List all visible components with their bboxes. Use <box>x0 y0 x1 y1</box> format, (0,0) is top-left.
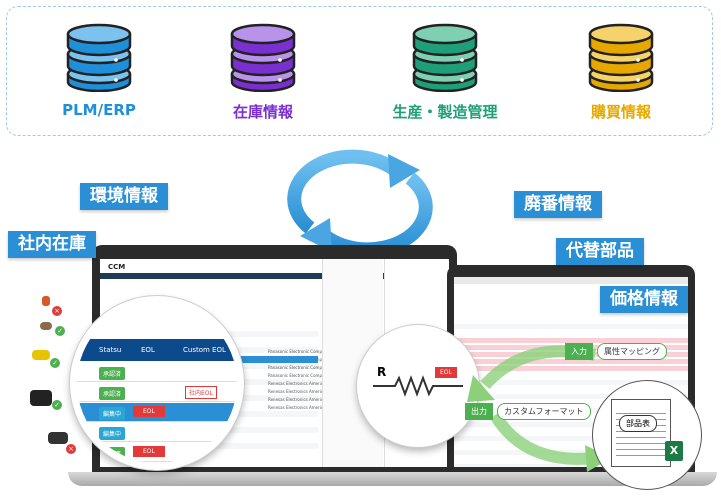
table-row <box>454 443 688 448</box>
output-label: 出力 <box>465 403 493 420</box>
database-icon <box>230 23 296 92</box>
database-icon <box>66 23 132 92</box>
database-label: 在庫情報 <box>232 103 293 121</box>
chip-icon <box>30 390 52 406</box>
manufacturer-cell: Renesas Electronics America Inc <box>268 381 333 386</box>
selected-row <box>230 356 318 363</box>
eol-badge: EOL <box>133 446 165 457</box>
manufacturer-cell: Renesas Electronics America Inc <box>268 397 333 402</box>
table-row[interactable]: 承認済 EOL <box>77 443 237 462</box>
tag-environment-info: 環境情報 <box>80 183 168 210</box>
table-row <box>454 380 688 385</box>
table-row <box>454 373 688 378</box>
input-label: 入力 <box>565 343 593 360</box>
table-row <box>454 450 688 455</box>
cross-icon: × <box>66 444 76 454</box>
database-group-box <box>6 6 713 136</box>
check-icon: ✓ <box>52 400 62 410</box>
table-row <box>454 422 688 427</box>
database-icon <box>412 23 478 92</box>
table-row <box>454 394 688 399</box>
check-icon: ✓ <box>55 326 65 336</box>
table-row <box>454 331 688 336</box>
ic-package-icon <box>48 432 68 444</box>
schematic-circle: R EOL <box>357 325 479 447</box>
manufacturer-cell: Panasonic Electronic Components <box>268 349 336 354</box>
custom-eol-badge: 社内EOL <box>185 386 217 399</box>
table-row <box>454 464 688 467</box>
table-row <box>454 338 688 343</box>
table-row <box>454 324 688 329</box>
capacitor-icon <box>40 322 52 330</box>
attribute-mapping-label: 属性マッピング <box>597 343 667 360</box>
header-custom-eol: Custom EOL <box>183 346 226 354</box>
manufacturer-cell: Renesas Electronics America Inc <box>268 405 333 410</box>
eol-badge: EOL <box>133 406 165 417</box>
magnifier-header: Statsu EOL Custom EOL <box>77 339 237 361</box>
excel-icon: X <box>665 441 683 461</box>
status-badge: 承認済 <box>99 387 126 400</box>
tag-internal-stock: 社内在庫 <box>8 231 96 258</box>
header-eol: EOL <box>141 346 155 354</box>
database-icon <box>588 23 654 92</box>
database-label: 購買情報 <box>590 103 651 121</box>
database-label: 生産・製造管理 <box>392 103 498 121</box>
bom-circle: 部品表 X <box>592 380 702 490</box>
table-row <box>454 387 688 392</box>
sync-cycle-icon <box>287 149 433 257</box>
custom-format-label: カスタムフォーマット <box>497 403 591 420</box>
document-icon <box>611 399 671 467</box>
tag-discontinued-info: 廃番情報 <box>514 191 602 218</box>
cross-icon: × <box>52 306 62 316</box>
bom-label: 部品表 <box>619 415 657 432</box>
table-row[interactable]: 編集中 EOL <box>77 403 237 422</box>
table-row <box>454 436 688 441</box>
status-badge: 編集中 <box>99 407 126 420</box>
table-row[interactable]: 編集中 <box>77 423 237 442</box>
tag-alternative-parts: 代替部品 <box>556 238 644 265</box>
laptop-left-base <box>68 472 483 486</box>
table-row <box>454 359 688 364</box>
header-status: Statsu <box>99 346 122 354</box>
app-logo: CCM <box>108 263 126 271</box>
schematic-eol-badge: EOL <box>435 367 457 378</box>
status-badge: 承認済 <box>99 367 126 380</box>
manufacturer-cell: Renesas Electronics America Inc <box>268 389 333 394</box>
status-badge: 承認済 <box>99 447 126 460</box>
tag-price-info: 価格情報 <box>600 286 688 313</box>
resistor-icon <box>42 296 50 306</box>
database-label: PLM/ERP <box>62 101 136 119</box>
diode-icon <box>32 350 50 360</box>
manufacturer-cell: Panasonic Electronic Components <box>268 373 336 378</box>
table-row <box>454 366 688 371</box>
resistor-label: R <box>377 365 387 379</box>
status-badge: 編集中 <box>99 427 126 440</box>
table-row <box>454 317 688 322</box>
table-row[interactable]: 承認済 社内EOL <box>77 383 237 402</box>
manufacturer-cell: Panasonic Electronic Components <box>268 365 336 370</box>
table-row <box>454 429 688 434</box>
resistor-symbol-icon <box>373 375 463 397</box>
table-row[interactable]: 承認済 <box>77 363 237 382</box>
check-icon: ✓ <box>50 358 60 368</box>
app-navbar <box>100 273 449 279</box>
